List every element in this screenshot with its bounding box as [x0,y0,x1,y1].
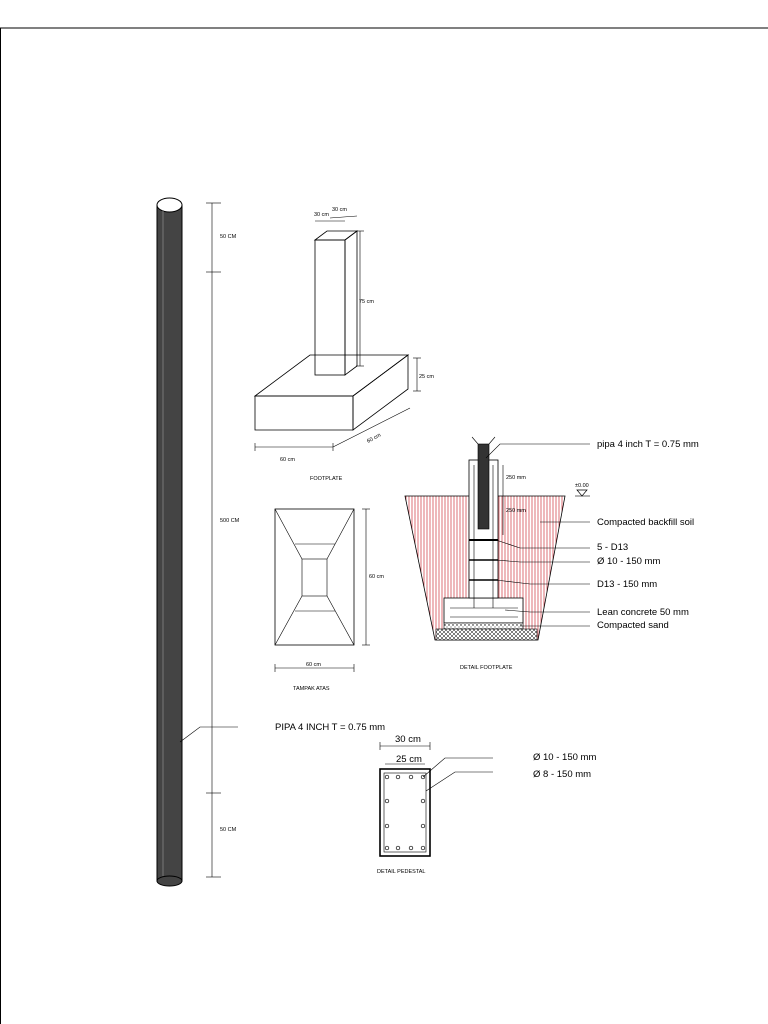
pedestal-rebars [384,774,426,851]
dim-top-side: 60 cm [369,574,384,580]
pole-dimension-line: 50 CM 500 CM 50 CM [206,202,240,878]
pipe-label: PIPA 4 INCH T = 0.75 mm [275,722,385,733]
label-backfill: Compacted backfill soil [597,517,694,528]
pedestal-outline [379,768,431,857]
label-sand: Compacted sand [597,620,669,631]
pole-top-end [156,197,183,213]
dim-plate-thk: 25 cm [419,374,434,380]
dim-plate-w: 60 cm [366,432,382,445]
lean-concrete [443,622,524,630]
dim-250-a: 250 mm [506,475,526,481]
pole [156,197,183,887]
dim-pole-bottom: 50 CM [220,827,237,833]
label-lean: Lean concrete 50 mm [597,607,689,618]
detail-pipe [477,443,490,530]
detail-pedestal: 30 cm 25 cm Ø 10 - 150 mm Ø 8 - 150 mm D… [377,734,596,875]
top-view: 60 cm 60 cm TAMPAK ATAS [274,508,384,692]
dim-plate-len: 60 cm [280,457,295,463]
label-ped-o8: Ø 8 - 150 mm [533,769,591,780]
label-d13: D13 - 150 mm [597,579,657,590]
pipe-label-group: PIPA 4 INCH T = 0.75 mm [179,722,385,743]
dim-pole-middle: 500 CM [220,518,240,524]
detail-footplate-title: DETAIL FOOTPLATE [460,665,513,671]
label-o10: Ø 10 - 150 mm [597,556,660,567]
pedestal-stirrup [383,772,427,853]
label-ped-o10: Ø 10 - 150 mm [533,752,596,763]
dim-pole-top: 50 CM [220,234,237,240]
dim-250-b: 250 mm [506,508,526,514]
dim-pedestal-h: 75 cm [359,299,374,305]
level-mark: ±0.00 [575,483,589,489]
footplate-iso: 30 cm 30 cm 75 cm 25 cm 60 cm 60 cm FOOT… [253,207,434,482]
dim-ped-inner: 25 cm [396,754,422,765]
pole-bottom-end [156,875,183,887]
detail-footplate: 250 mm 250 mm ±0.00 pipa 4 inch T = 0.75… [404,436,699,671]
dim-pedestal-w2: 30 cm [332,207,347,213]
label-5d13: 5 - D13 [597,542,628,553]
detail-pedestal-title: DETAIL PEDESTAL [377,869,426,875]
label-pipa: pipa 4 inch T = 0.75 mm [597,439,699,450]
dim-ped-outer: 30 cm [395,734,421,745]
top-view-title: TAMPAK ATAS [293,686,330,692]
footplate-title: FOOTPLATE [310,476,343,482]
dim-pedestal-w1: 30 cm [314,212,329,218]
pole-body [156,204,183,882]
compacted-sand [435,628,538,641]
dim-top-bottom: 60 cm [306,662,321,668]
